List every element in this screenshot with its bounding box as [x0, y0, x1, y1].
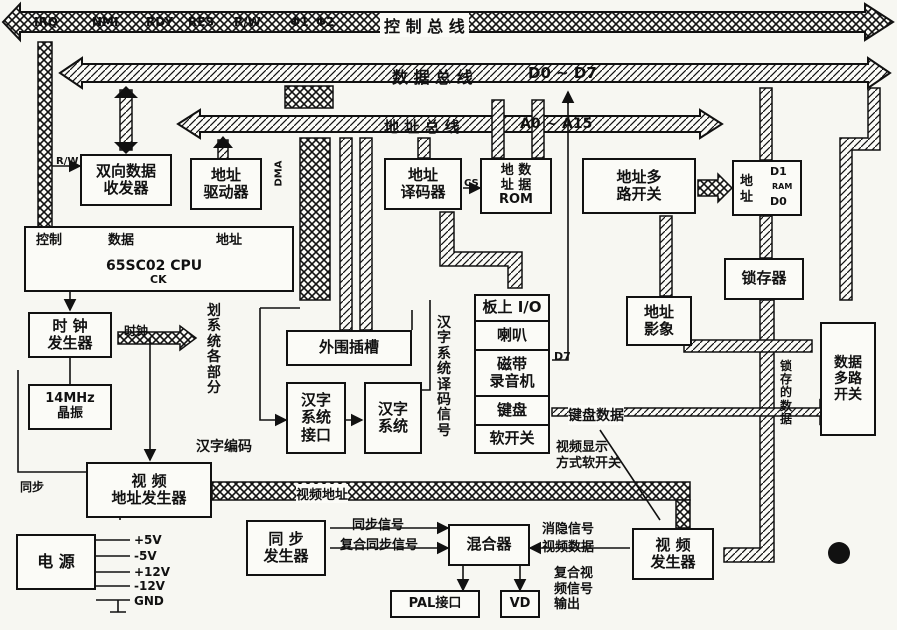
power-minus5v: -5V: [134, 549, 157, 563]
video-address-label: 视频地址: [296, 484, 349, 503]
clock-output-label: 时钟: [124, 324, 149, 338]
io-soft-switch: 软开关: [489, 429, 535, 448]
cs-label: CS: [464, 178, 479, 189]
page-mark-icon: [828, 542, 850, 564]
vd-output: VD: [500, 590, 540, 618]
address-shadow: 地址 影象: [626, 296, 692, 346]
io-stack: 板上 I/O 喇叭 磁带 录音机 键盘 软开关: [474, 294, 550, 454]
io-speaker: 喇叭: [476, 323, 548, 351]
video-generator: 视 频 发生器: [632, 528, 714, 580]
signal-res: RES: [188, 15, 215, 29]
io-onboard: 板上 I/O: [476, 296, 548, 322]
mixer: 混合器: [448, 524, 530, 566]
peripheral-slot: 外围插槽: [286, 330, 412, 366]
sync-left-label: 同步: [20, 480, 45, 494]
dma-label: DMA: [273, 160, 285, 187]
video-data-label: 视频数据: [542, 540, 595, 555]
slot-bus-link-1: [299, 137, 331, 301]
ram: 地 址 D1 RAM D0: [732, 160, 802, 216]
video-address-bus: [211, 481, 691, 501]
keyboard-data-label: 键盘数据: [568, 405, 624, 425]
slot-bus-link-2: [339, 137, 353, 331]
data-bus-label: 数 据 总 线: [392, 68, 473, 87]
io-cassette: 磁带 录音机: [476, 351, 548, 397]
signal-phi1: Φ1: [290, 15, 309, 29]
address-bus-label: 地 址 总 线: [384, 118, 460, 136]
cpu-65sc02: 控制 数据 地址 65SC02 CPU CK: [24, 226, 294, 292]
latched-data-label: 锁存的数据: [779, 359, 792, 426]
cpu-name: 65SC02 CPU: [106, 258, 203, 274]
io-keyboard: 键盘: [476, 398, 548, 426]
bidirectional-transceiver: 双向数据 收发器: [80, 154, 172, 206]
sync-signal-label: 同步信号: [352, 518, 405, 533]
signal-rw: R/W: [234, 15, 261, 29]
address-bus-range: A0 ~ A15: [520, 116, 593, 132]
d7-label: D7: [554, 350, 571, 363]
power-minus12v: -12V: [134, 579, 165, 593]
video-mode-label: 视频显示 方式软开关: [556, 440, 622, 471]
chinese-system: 汉字 系统: [364, 382, 422, 454]
address-bus-arrow: [176, 108, 724, 140]
power-gnd: GND: [134, 594, 164, 608]
ram-d0-port: D0: [770, 195, 787, 208]
rw-wire-label: R/W: [56, 156, 79, 167]
signal-nmi: NMI: [92, 15, 119, 29]
composite-sync-label: 复合同步信号: [340, 538, 419, 553]
sync-generator: 同 步 发生器: [246, 520, 326, 576]
data-multiplexer: 数据 多路 开关: [820, 322, 876, 436]
crystal-oscillator: 14MHz 晶振: [28, 384, 112, 430]
address-multiplexer: 地址多 路开关: [582, 158, 696, 214]
ram-d1-port: D1: [770, 165, 787, 178]
power-plus5v: +5V: [134, 533, 162, 547]
bus-junction: [284, 85, 334, 109]
cpu-control-link: [37, 41, 53, 229]
chinese-system-interface: 汉字 系统 接口: [286, 382, 346, 454]
transceiver-data-link: [119, 89, 133, 151]
slot-bus-link-3: [359, 137, 373, 331]
signal-rdy: RDY: [146, 15, 174, 29]
data-bus-range: D0 ~ D7: [528, 64, 597, 82]
composite-video-label: 复合视 频信号 输出: [554, 566, 594, 613]
cpu-data-port: 数据: [108, 233, 135, 248]
ram-address-port: 地 址: [740, 174, 754, 205]
chinese-decode-signal-label: 汉 字 系 统 译 码 信 号: [437, 315, 451, 439]
clock-output-arrow: [117, 324, 198, 352]
cpu-ck-pin: CK: [150, 273, 167, 286]
control-bus-label: 控 制 总 线: [380, 13, 469, 37]
partition-label: 划 系 统 各 部 分: [207, 303, 221, 396]
signal-phi2: Φ2: [316, 15, 335, 29]
address-decoder: 地址 译码器: [384, 158, 462, 210]
cpu-control-port: 控制: [36, 233, 63, 248]
address-driver: 地址 驱动器: [190, 158, 262, 210]
video-address-generator: 视 频 地址发生器: [86, 462, 212, 518]
ram-label: RAM: [772, 182, 793, 191]
power-plus12v: +12V: [134, 565, 171, 579]
power-supply: 电 源: [16, 534, 96, 590]
signal-irq: IRQ: [34, 15, 58, 29]
rom: 地 数 址 据 ROM: [480, 158, 552, 214]
chinese-code-label: 汉字编码: [196, 439, 252, 455]
data-bus-arrow: [58, 56, 892, 90]
cpu-address-port: 地址: [216, 233, 243, 248]
pal-interface: PAL接口: [390, 590, 480, 618]
latched-data-link: [723, 299, 775, 563]
blanking-signal-label: 消隐信号: [542, 522, 595, 537]
latch: 锁存器: [724, 258, 804, 300]
decoder-io-link: [439, 211, 523, 289]
clock-generator: 时 钟 发生器: [28, 312, 112, 358]
